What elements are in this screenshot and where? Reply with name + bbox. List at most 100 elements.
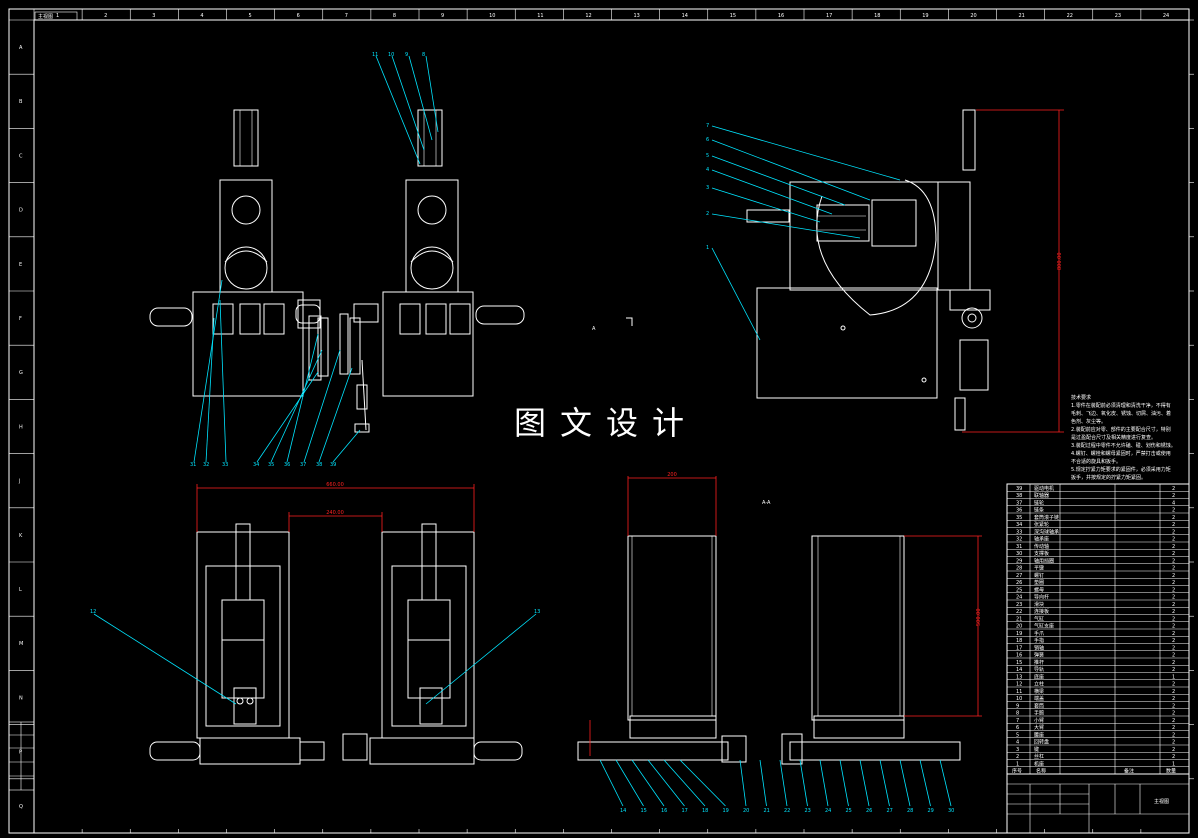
bom-no: 15: [1016, 660, 1022, 666]
bom-no: 31: [1016, 544, 1022, 550]
column-label: 22: [1067, 13, 1073, 19]
column-label: 1: [56, 13, 59, 19]
row-label: Q: [19, 804, 23, 810]
bom-qty: 2: [1172, 718, 1175, 724]
bom-no: 12: [1016, 682, 1022, 688]
bom-no: 13: [1016, 674, 1022, 680]
column-label: 20: [970, 13, 976, 19]
bom-no: 19: [1016, 631, 1022, 637]
bom-name: 支撑板: [1034, 550, 1049, 557]
column-label: 13: [634, 13, 640, 19]
row-label: C: [19, 153, 23, 159]
bom-qty: 4: [1172, 500, 1175, 506]
column-label: 12: [585, 13, 591, 19]
callout-number: 22: [784, 808, 790, 814]
bom-qty: 2: [1172, 551, 1175, 557]
svg-text:A: A: [592, 326, 596, 332]
bom-qty: 2: [1172, 580, 1175, 586]
side-view-top: A: [592, 109, 991, 431]
callout-number: 21: [764, 808, 770, 814]
corner-label: 主视图: [38, 13, 53, 20]
bom-name: 套筒: [1034, 702, 1044, 709]
bom-no: 27: [1016, 573, 1022, 579]
column-label: 2: [104, 13, 107, 19]
bom-qty: 2: [1172, 696, 1175, 702]
column-label: 6: [297, 13, 300, 19]
row-label: J: [18, 479, 20, 485]
bom-name: 机座: [1034, 760, 1044, 767]
callout-number: 1: [706, 245, 709, 251]
bom-header-no: 序号: [1012, 768, 1022, 775]
dim-bottom-left-gap: 240.00: [326, 510, 344, 516]
bom-name: 轴用挡圈: [1034, 557, 1054, 564]
bom-name: 手指: [1034, 637, 1044, 644]
bom-name: 联轴器: [1034, 492, 1049, 499]
callout-number: 38: [316, 462, 322, 468]
bom-qty: 2: [1172, 587, 1175, 593]
column-label: 19: [922, 13, 928, 19]
bom-qty: 2: [1172, 566, 1175, 572]
bom-no: 34: [1016, 522, 1022, 528]
bom-name: 销轴: [1034, 644, 1044, 651]
bom-qty: 2: [1172, 732, 1175, 738]
bom-qty: 2: [1172, 660, 1175, 666]
bom-qty: 2: [1172, 667, 1175, 673]
bom-name: 键: [1034, 746, 1039, 753]
column-label: 7: [345, 13, 348, 19]
bom-no: 8: [1016, 711, 1019, 717]
bom-name: 深沟球轴承: [1034, 528, 1059, 535]
callout-number: 9: [405, 52, 408, 58]
bom-header-remark: 备注: [1124, 768, 1134, 775]
row-label: H: [19, 424, 23, 430]
bom-name: 张紧轮: [1034, 521, 1049, 528]
bom-no: 36: [1016, 508, 1022, 514]
row-label: D: [19, 208, 23, 214]
callout-number: 24: [825, 808, 831, 814]
column-label: 14: [682, 13, 688, 19]
bom-no: 28: [1016, 566, 1022, 572]
callout-number: 18: [702, 808, 708, 814]
bom-qty: 2: [1172, 616, 1175, 622]
note-line: 1.零件在装配前必须清理和清洗干净，不得有: [1071, 403, 1171, 409]
column-label: 9: [441, 13, 444, 19]
callout-number: 7: [706, 123, 709, 129]
bom-no: 5: [1016, 732, 1019, 738]
plan-view-bottom-left: [149, 523, 523, 765]
bom-qty: 2: [1172, 689, 1175, 695]
column-label: 4: [200, 13, 203, 19]
bom-name: 横梁: [1034, 688, 1044, 695]
bom-qty: 2: [1172, 544, 1175, 550]
bom-no: 20: [1016, 624, 1022, 630]
bom-qty: 2: [1172, 537, 1175, 543]
dimensions: 800.00 660.00 240.00 200 500.00: [196, 109, 1064, 756]
callout-number: 2: [706, 211, 709, 217]
callout-number: 25: [846, 808, 852, 814]
callout-number: 12: [90, 609, 96, 615]
bom-no: 17: [1016, 645, 1022, 651]
note-line: 4.螺钉、螺栓和螺母紧固时，严禁打击或使用: [1071, 451, 1171, 457]
callout-number: 37: [300, 462, 306, 468]
bom-qty: 2: [1172, 573, 1175, 579]
column-label: 23: [1115, 13, 1121, 19]
bom-qty: 1: [1172, 674, 1175, 680]
bom-no: 9: [1016, 703, 1019, 709]
dim-bottom-mid-height: 500.00: [976, 609, 982, 627]
bom-no: 6: [1016, 725, 1019, 731]
bom-name: 导轨: [1034, 666, 1044, 673]
corner-label-box: [34, 11, 78, 21]
